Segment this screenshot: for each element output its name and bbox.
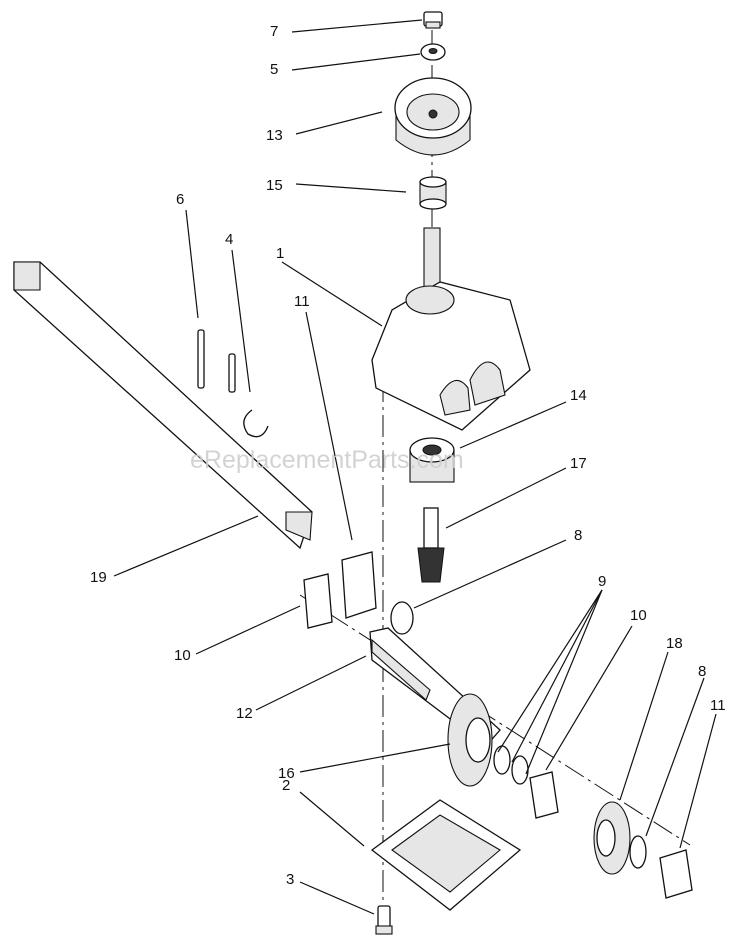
part-spacer[interactable] bbox=[419, 176, 447, 210]
watermark-text: eReplacementParts.com bbox=[190, 446, 464, 474]
callout-8-right: 8 bbox=[698, 663, 706, 680]
callout-18: 18 bbox=[666, 635, 683, 652]
part-drive-gear[interactable] bbox=[447, 693, 493, 787]
part-washer-top[interactable] bbox=[420, 43, 446, 61]
part-cover-plate[interactable] bbox=[370, 799, 522, 911]
callout-6: 6 bbox=[176, 191, 184, 208]
callout-8-mid: 8 bbox=[574, 527, 582, 544]
part-gear-case[interactable] bbox=[371, 227, 531, 431]
part-pinion-shaft[interactable] bbox=[417, 507, 445, 583]
part-washer-right[interactable] bbox=[629, 835, 647, 869]
part-bushing-right[interactable] bbox=[529, 771, 559, 819]
part-pin-short[interactable] bbox=[228, 353, 236, 393]
part-bearing[interactable] bbox=[409, 437, 455, 483]
callout-16: 16 bbox=[278, 765, 295, 782]
leader-lines bbox=[113, 19, 717, 915]
part-small-gear[interactable] bbox=[593, 801, 631, 875]
part-bushing-end[interactable] bbox=[659, 849, 693, 899]
callout-11-right: 11 bbox=[710, 697, 726, 714]
part-pin-long[interactable] bbox=[197, 329, 205, 389]
callout-5: 5 bbox=[270, 61, 278, 78]
callout-17: 17 bbox=[570, 455, 587, 472]
part-nut[interactable] bbox=[423, 11, 443, 29]
callout-13: 13 bbox=[266, 127, 283, 144]
part-bolt[interactable] bbox=[375, 905, 393, 935]
callout-4: 4 bbox=[225, 231, 233, 248]
part-e-ring[interactable] bbox=[243, 409, 269, 438]
part-washer-mid[interactable] bbox=[390, 601, 414, 635]
part-long-shaft[interactable] bbox=[13, 261, 313, 550]
callout-12: 12 bbox=[236, 705, 253, 722]
callout-10-right: 10 bbox=[630, 607, 647, 624]
callout-14: 14 bbox=[570, 387, 587, 404]
part-pulley[interactable] bbox=[394, 77, 472, 156]
callout-19: 19 bbox=[90, 569, 107, 586]
callout-15: 15 bbox=[266, 177, 283, 194]
callout-1: 1 bbox=[276, 245, 284, 262]
part-washers-pair[interactable] bbox=[493, 745, 529, 785]
callout-7: 7 bbox=[270, 23, 278, 40]
callout-2: 2 bbox=[282, 777, 290, 794]
callout-10-left: 10 bbox=[174, 647, 191, 664]
callout-9: 9 bbox=[598, 573, 606, 590]
part-bushing-left[interactable] bbox=[303, 573, 333, 629]
callout-3: 3 bbox=[286, 871, 294, 888]
callout-11-top: 11 bbox=[294, 293, 310, 310]
axis-shaft bbox=[299, 594, 691, 846]
part-bushing-upper[interactable] bbox=[341, 551, 377, 619]
